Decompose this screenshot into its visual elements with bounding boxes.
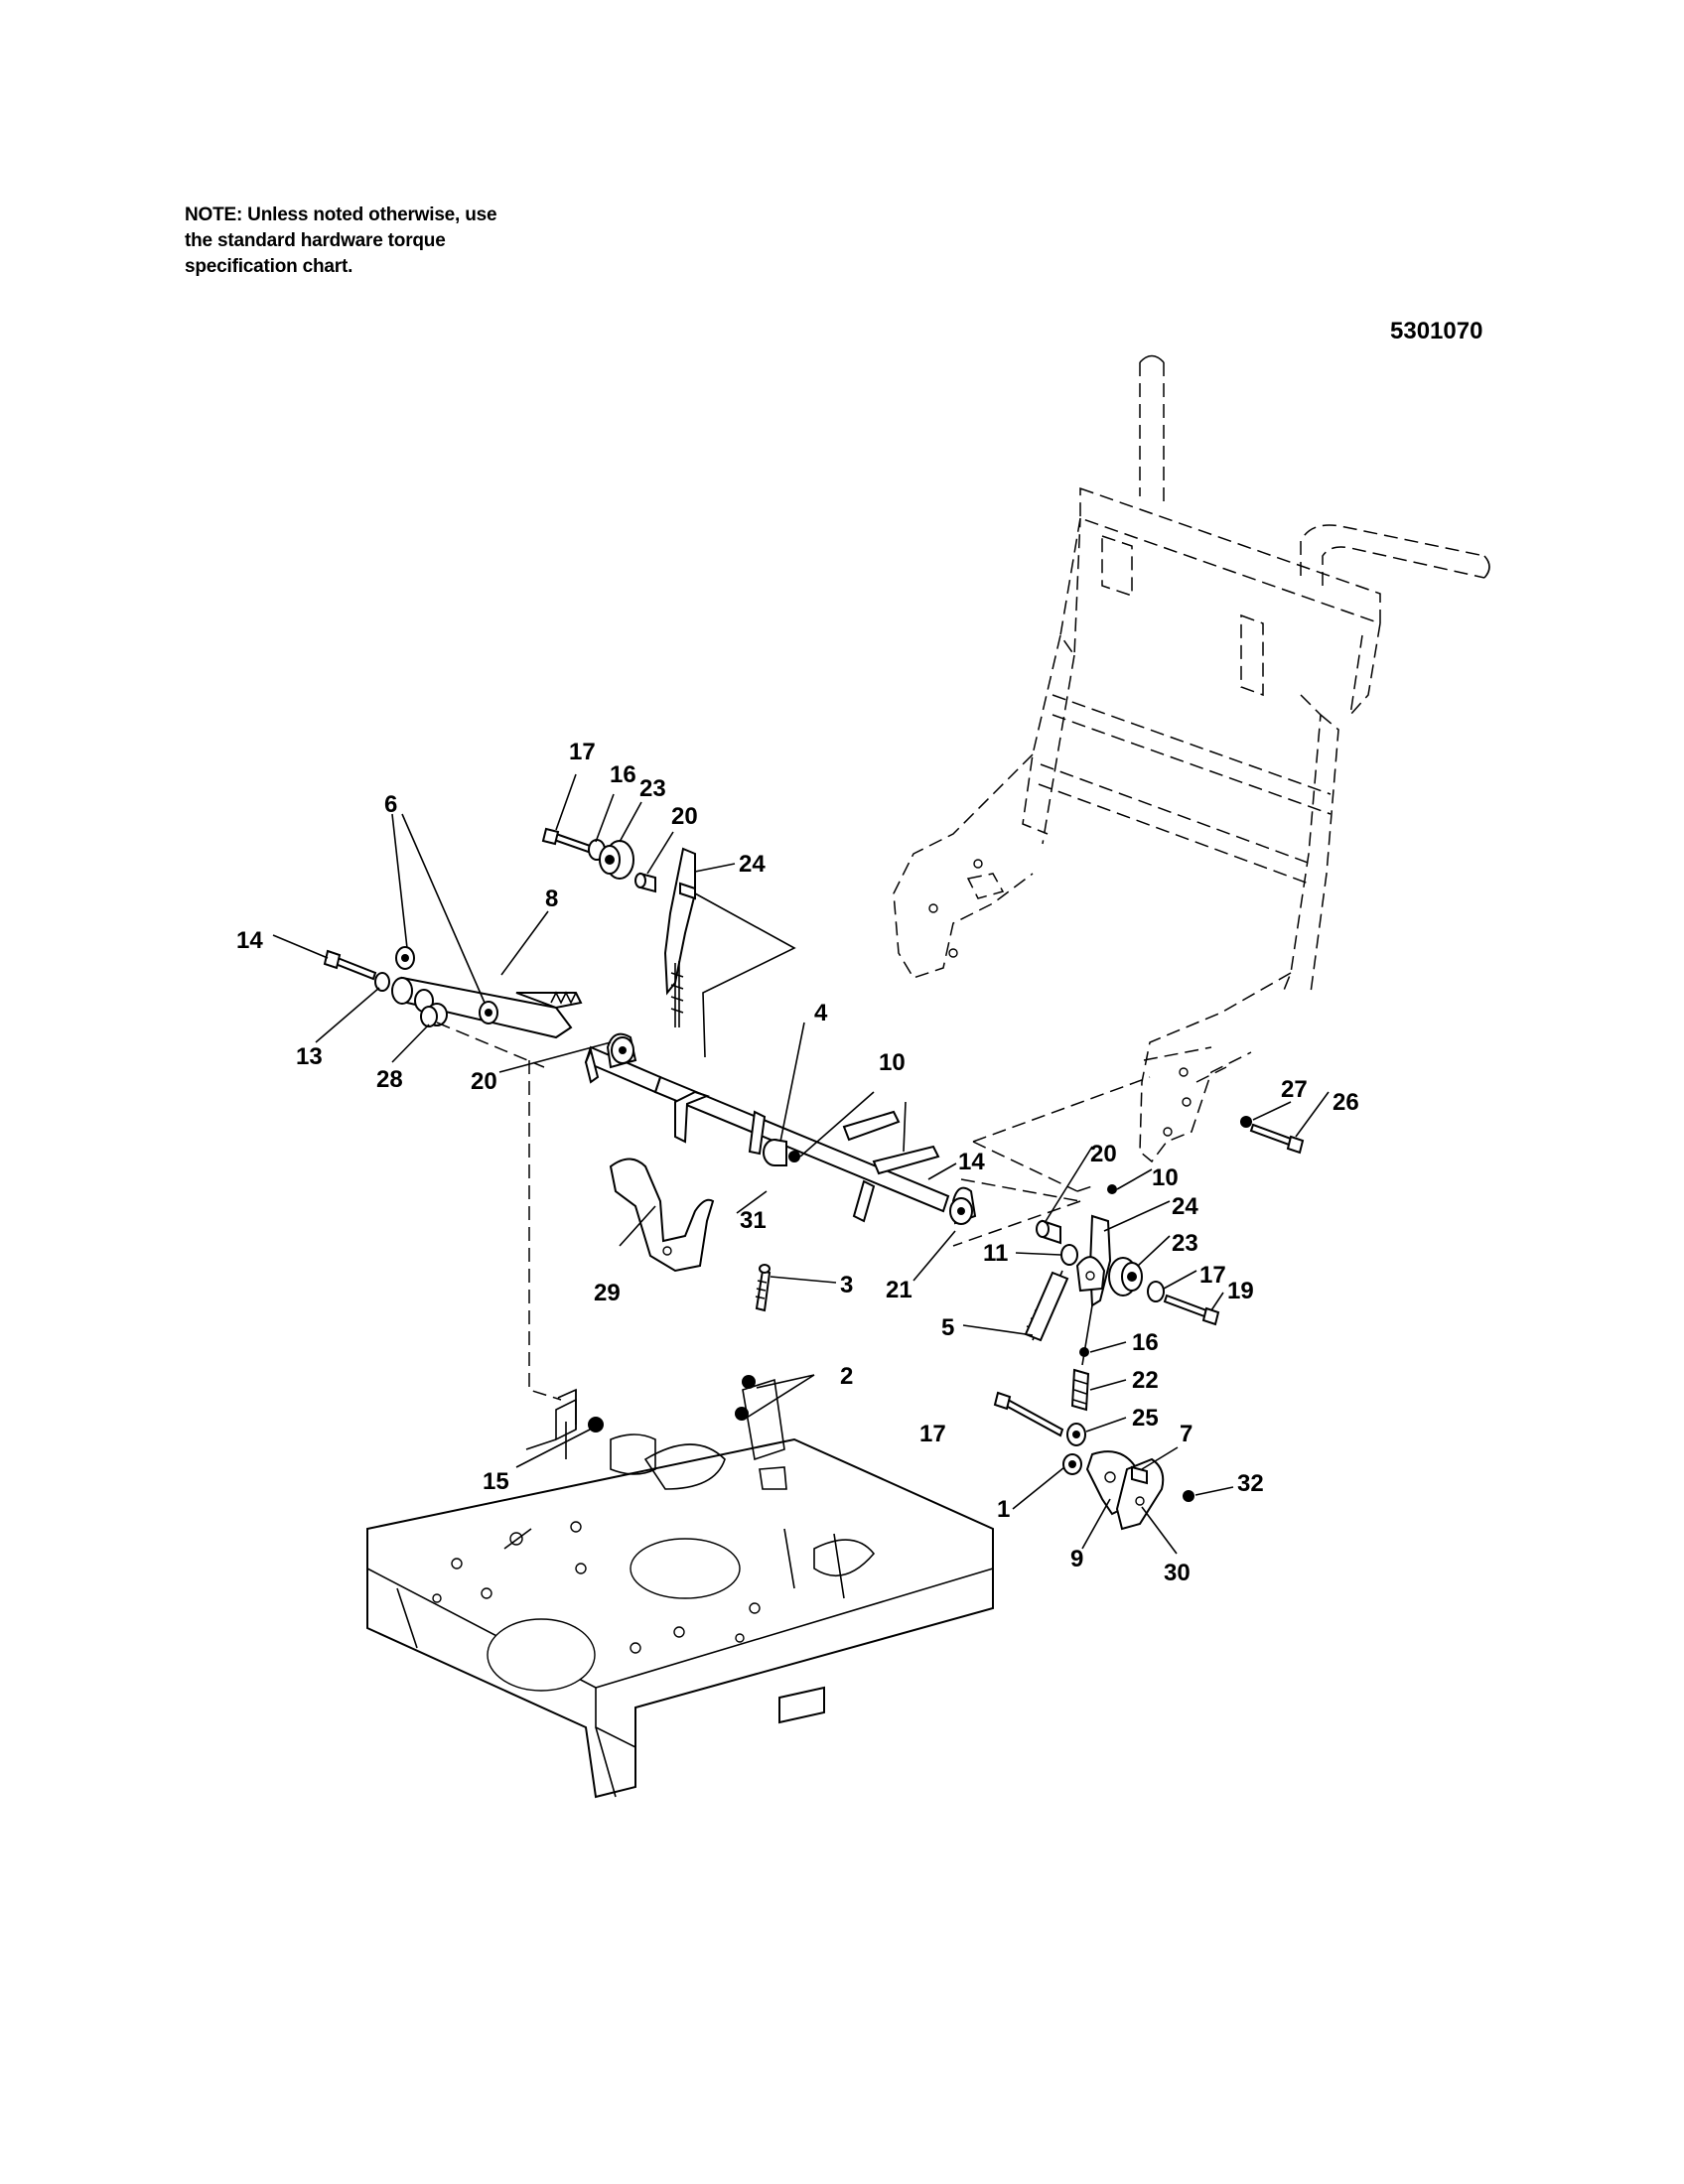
callout-28: 28 (376, 1066, 403, 1093)
callout-32: 32 (1237, 1470, 1264, 1497)
callout-23-lower: 23 (1172, 1230, 1198, 1257)
callout-30: 30 (1164, 1560, 1191, 1586)
flange-bearing-right (949, 1186, 977, 1225)
nut-1 (1062, 1453, 1082, 1475)
spacer-20-lower (1036, 1219, 1061, 1245)
callout-11: 11 (983, 1240, 1008, 1267)
torque-note: NOTE: Unless noted otherwise, use the st… (185, 203, 641, 280)
callout-3: 3 (840, 1272, 853, 1298)
callout-26: 26 (1333, 1089, 1359, 1116)
bushing-left (395, 946, 415, 970)
callout-20-lower: 20 (1090, 1141, 1117, 1167)
bushing-right (479, 1001, 498, 1024)
callout-18: 17 (569, 739, 596, 765)
lever-24-upper (663, 847, 696, 1027)
callout-14-lower: 15 (483, 1468, 509, 1495)
callout-31: 31 (740, 1207, 767, 1234)
handle-frame (893, 354, 1490, 1163)
washer-17-lower (1147, 1281, 1165, 1302)
callout-10-lower: 10 (1152, 1164, 1179, 1191)
flange-bearing-left (606, 1032, 637, 1069)
assembly-path-left (436, 1022, 562, 1401)
washer-27 (1240, 1116, 1252, 1128)
bolt-13 (323, 949, 377, 981)
callout-9: 9 (1070, 1546, 1083, 1572)
bolt-19 (1163, 1294, 1220, 1326)
bracket-30 (1115, 1457, 1165, 1531)
lever-24-lower (1075, 1214, 1112, 1307)
callout-17-lower: 17 (1199, 1262, 1226, 1289)
callout-8: 8 (545, 886, 558, 912)
callout-24-lower: 24 (1172, 1193, 1198, 1220)
callout-6: 6 (384, 791, 397, 818)
callout-21-right: 21 (886, 1277, 912, 1303)
callout-5: 5 (941, 1314, 954, 1341)
callout-12: 13 (296, 1043, 323, 1070)
linkage-rod-upper (694, 892, 796, 1058)
callout-2: 2 (840, 1363, 853, 1390)
roller-7 (1131, 1465, 1148, 1485)
chassis-bracket-left (525, 1388, 604, 1450)
callout-24-upper: 24 (739, 851, 766, 878)
note-line-1: NOTE: Unless noted otherwise, use (185, 205, 497, 225)
callout-20-upper: 20 (671, 803, 698, 830)
pedal-bushing-28 (420, 1003, 448, 1027)
callout-7: 7 (1180, 1421, 1193, 1447)
callout-1: 1 (997, 1496, 1010, 1523)
callout-21-left: 20 (471, 1068, 497, 1095)
bolt-26 (1249, 1123, 1305, 1155)
bolt-16 (993, 1391, 1064, 1437)
leader-lines (272, 773, 1330, 1555)
pivot-bracket-center (735, 1375, 787, 1490)
callout-22: 22 (1132, 1367, 1159, 1394)
control-shaft (584, 1045, 950, 1223)
roller-23-upper (599, 840, 634, 880)
washer-12 (374, 972, 390, 992)
note-line-2: the standard hardware torque (185, 230, 446, 251)
nut-32 (1183, 1490, 1194, 1502)
callout-27: 27 (1281, 1076, 1308, 1103)
rod-assembly-lower (1066, 1304, 1093, 1446)
callout-23-upper: 23 (639, 775, 666, 802)
callout-15: 16 (1132, 1329, 1159, 1356)
document-number: 5301070 (1390, 318, 1483, 344)
callout-29: 29 (594, 1280, 621, 1306)
callout-10-upper: 10 (879, 1049, 906, 1076)
callout-16: 17 (919, 1421, 946, 1447)
callout-17-upper: 16 (610, 761, 636, 788)
spring-5 (1024, 1270, 1069, 1342)
nut-10-lower (1107, 1184, 1117, 1194)
bracket-29 (609, 1158, 715, 1273)
callout-14-upper: 14 (958, 1149, 985, 1175)
chassis-deck (366, 1390, 994, 1799)
callout-4: 4 (814, 1000, 828, 1026)
rod-3 (755, 1264, 772, 1312)
spacer-20-upper (634, 872, 656, 893)
link-11 (1060, 1244, 1078, 1266)
roller-23-lower (1108, 1257, 1143, 1297)
assembly-path-right (1195, 1066, 1227, 1083)
mount-plate-outline (972, 1046, 1212, 1192)
callout-19: 19 (1227, 1278, 1254, 1304)
note-line-3: specification chart. (185, 256, 353, 277)
mount-path-outline (952, 1178, 1081, 1247)
callout-25: 25 (1132, 1405, 1159, 1432)
callout-13: 14 (236, 927, 263, 954)
